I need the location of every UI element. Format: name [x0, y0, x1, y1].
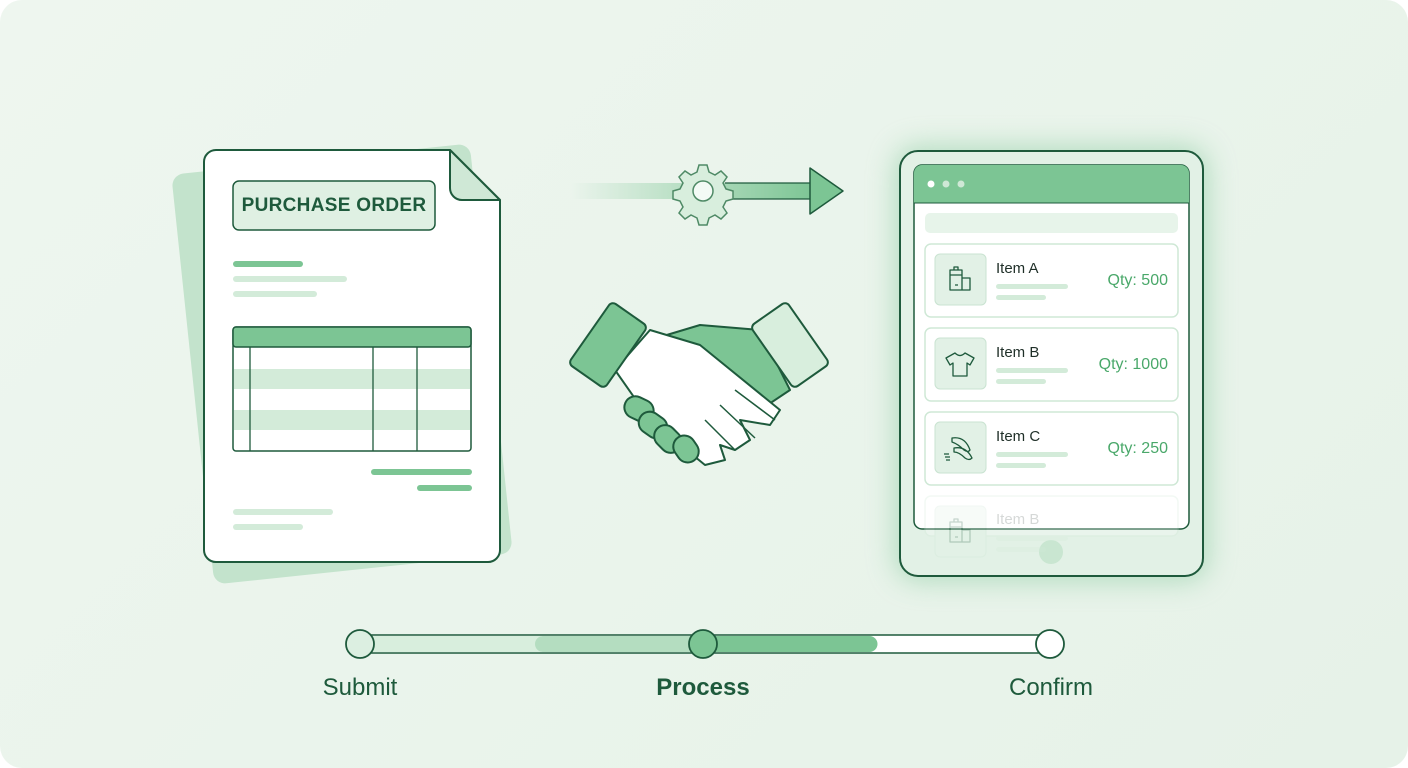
flow-arrow [570, 164, 844, 226]
item-name: Item A [996, 260, 1039, 277]
title-box [232, 180, 436, 231]
folded-corner [449, 149, 501, 201]
item-name: Item B [996, 344, 1040, 361]
item-icon-box [934, 505, 987, 558]
purchase-order-document [172, 144, 512, 584]
step-dot-submit [345, 629, 375, 659]
purchase-order-title: PURCHASE ORDER [241, 195, 427, 216]
progress-fill [703, 636, 878, 652]
item-name: Item C [996, 428, 1041, 445]
item-qty: Qty: 500 [1107, 272, 1168, 289]
item-qty: Qty: 250 [1107, 440, 1168, 457]
step-label-submit: Submit [322, 674, 398, 701]
insoles-icon [944, 437, 973, 461]
progress-track [345, 629, 1065, 659]
handshake-icon [569, 302, 829, 466]
tshirt-icon [945, 352, 975, 377]
search-bar [925, 213, 1178, 233]
gear-icon [672, 164, 734, 226]
document-table [232, 326, 472, 452]
screen-header [914, 165, 1189, 203]
item-qty: Qty: 1000 [1098, 356, 1168, 373]
step-dot-confirm [1035, 629, 1065, 659]
item-icon-box [934, 337, 987, 390]
step-label-process: Process [656, 674, 750, 701]
step-label-confirm: Confirm [1008, 674, 1093, 701]
item-card[interactable] [924, 495, 1179, 558]
home-button [1039, 540, 1063, 564]
item-card[interactable] [924, 327, 1179, 402]
item-icon-box [934, 253, 987, 306]
package-icon [949, 518, 971, 543]
package-icon [949, 266, 971, 291]
item-card[interactable] [924, 243, 1179, 318]
item-name: Item B [996, 511, 1040, 527]
item-card[interactable] [924, 411, 1179, 486]
step-dot-process [688, 629, 718, 659]
